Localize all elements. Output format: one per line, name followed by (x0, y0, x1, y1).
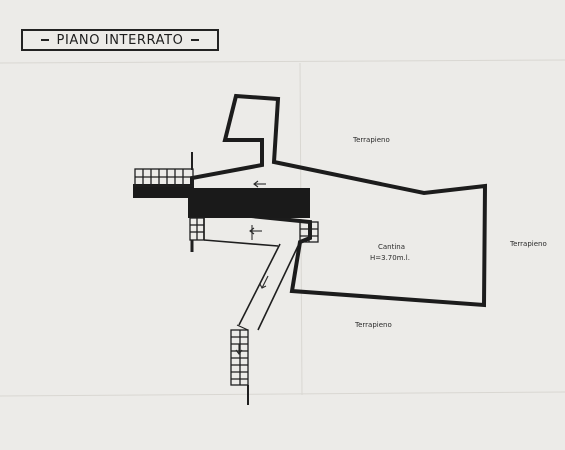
plan-title: PIANO INTERRATO (56, 32, 184, 48)
stair-right-corridor (299, 221, 319, 243)
paper-ghost-lines (0, 59, 565, 397)
plan-title-frame: PIANO INTERRATO (21, 29, 219, 51)
room-name-cantina: Cantina (378, 243, 405, 251)
arrow-icon (259, 275, 269, 289)
label-terrapieno-top: Terrapieno (352, 136, 390, 144)
stair-lower-left (189, 217, 205, 252)
corridor-solid-wall (188, 188, 310, 218)
room-height: H=3.70m.l. (370, 254, 410, 262)
corridor-solid-wall-left (133, 184, 193, 198)
arrow-icon (235, 344, 243, 355)
basement-outline-wall (190, 93, 488, 308)
staircase-left (134, 152, 194, 187)
title-dash-right (191, 39, 200, 41)
staircase-bottom (230, 324, 249, 405)
ramp-corridor (203, 218, 299, 331)
label-terrapieno-right: Terrapieno (509, 240, 547, 248)
title-dash-left (40, 39, 49, 41)
label-terrapieno-bottom: Terrapieno (354, 321, 392, 329)
arrow-icon (253, 180, 266, 188)
arrow-icon (249, 227, 262, 235)
